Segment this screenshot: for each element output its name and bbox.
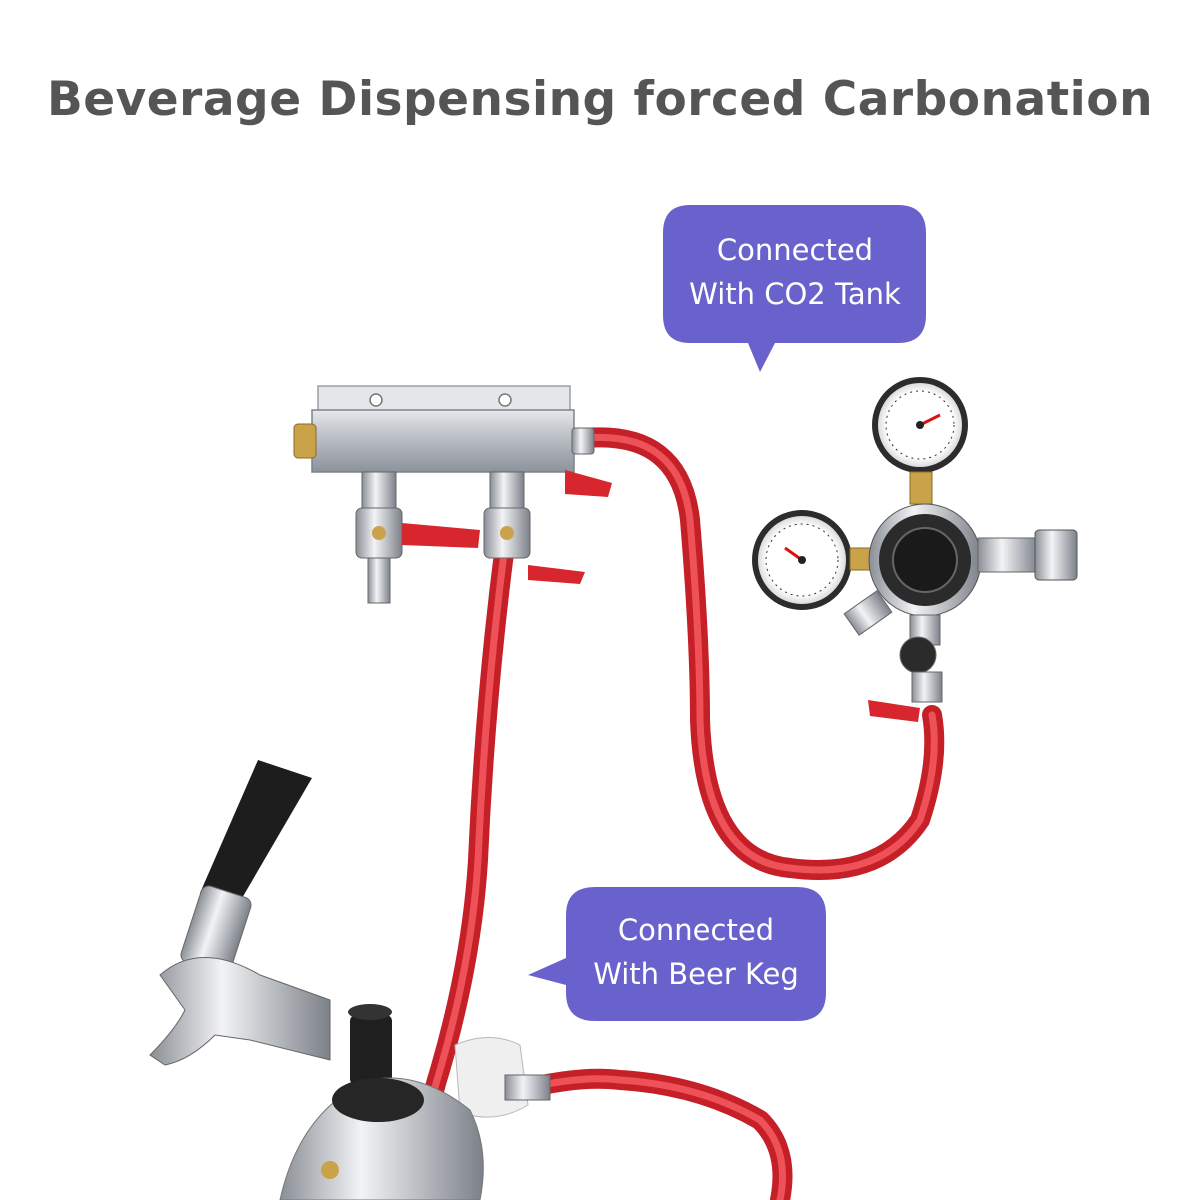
- callout-co2-tank: Connected With CO2 Tank: [663, 205, 926, 372]
- callout-co2-line1: Connected: [717, 233, 873, 267]
- keg-coupler-icon: [348, 1004, 551, 1118]
- callout-co2-line2: With CO2 Tank: [689, 277, 901, 311]
- keg-icon: [279, 1077, 484, 1200]
- callout-keg-line2: With Beer Keg: [593, 957, 799, 991]
- callout-keg-line1: Connected: [618, 913, 774, 947]
- beer-faucet-icon: [149, 760, 331, 1066]
- gas-manifold-icon: [293, 385, 612, 604]
- pressure-gauge-icon: [872, 377, 968, 473]
- callout-beer-keg: Connected With Beer Keg: [528, 887, 826, 1021]
- pressure-gauge-icon: [752, 510, 852, 610]
- page-title: Beverage Dispensing forced Carbonation: [46, 72, 1154, 127]
- co2-regulator-icon: [752, 377, 1078, 722]
